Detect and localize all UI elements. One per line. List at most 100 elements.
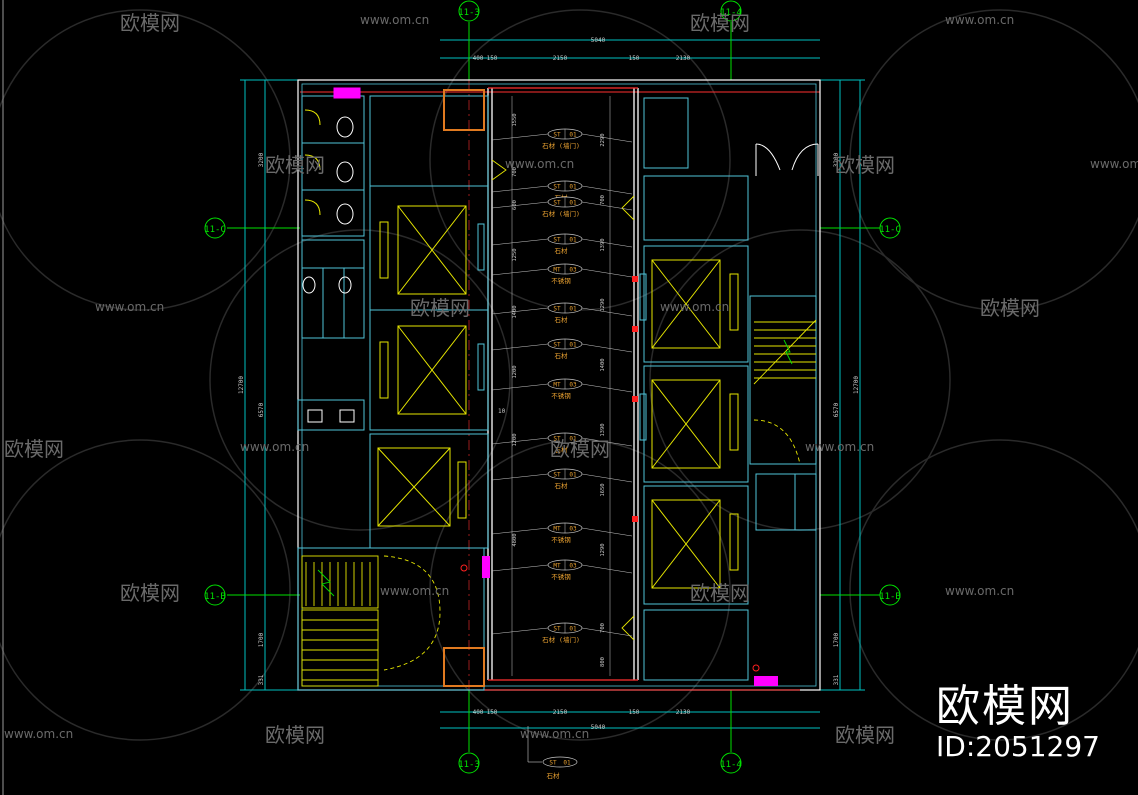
elevator-shaft-4 [643, 245, 749, 363]
svg-text:1200: 1200 [512, 433, 518, 446]
watermark-logo: 欧模网 [980, 296, 1040, 320]
top-seg-4: 150 [629, 55, 640, 62]
brand-id: ID:2051297 [936, 730, 1100, 763]
axis-bubble-right-b: 11-B [879, 584, 901, 606]
tag-code: ST [553, 200, 561, 207]
tag-leader-line [581, 343, 633, 353]
tag-number: 01 [569, 342, 577, 349]
watermark-url: www.om.cn [660, 300, 729, 314]
svg-text:11-4: 11-4 [720, 760, 742, 770]
watermark-logo: 欧模网 [690, 581, 750, 605]
corridor-mid-dimension: 10 [498, 408, 506, 415]
door-swing-icon [304, 154, 321, 171]
toilet-icon [336, 161, 354, 183]
tag-leader-line [491, 307, 549, 315]
right-seg-2: 6570 [833, 402, 840, 417]
tag-label: 不锈钢 [551, 535, 571, 544]
right-stair [753, 319, 817, 465]
svg-text:2290: 2290 [600, 133, 606, 146]
watermark-url: www.om.cn [4, 727, 73, 741]
watermark-url: www.om.cn [1090, 157, 1138, 171]
tag-label: 石材 [555, 481, 569, 490]
svg-text:1550: 1550 [512, 113, 518, 126]
dimension-texts: 5040 400 150 2150 150 2130 5040 400 150 … [238, 37, 860, 731]
tag-code: ST [553, 472, 561, 479]
tag-leader-line [491, 627, 549, 635]
toilet-room [301, 95, 365, 237]
tag-code: ST [553, 184, 561, 191]
tag-leader-line [491, 383, 549, 391]
bottom-seg-3: 2150 [553, 709, 568, 716]
svg-text:800: 800 [600, 657, 606, 667]
tag-leader-line [581, 473, 633, 483]
right-total-dimension: 12700 [853, 376, 860, 394]
svg-text:11-3: 11-3 [458, 8, 480, 18]
svg-text:1290: 1290 [600, 298, 606, 311]
tag-number: 03 [569, 267, 577, 274]
svg-text:1390: 1390 [600, 423, 606, 436]
axis-bubble-right-c: 11-C [879, 217, 901, 239]
tag-label: 石材 [555, 445, 569, 454]
tag-label: 石材 [555, 351, 569, 360]
svg-text:1400: 1400 [600, 358, 606, 371]
bottom-seg-1: 400 [473, 709, 484, 716]
watermark-url: www.om.cn [945, 13, 1014, 27]
toilet-icon [338, 276, 352, 294]
tag-label: 石材 [555, 246, 569, 255]
tag-leader-line [491, 527, 549, 535]
elevators-right [639, 259, 739, 589]
shaft-boxes [443, 89, 485, 687]
tag-number: 01 [569, 237, 577, 244]
svg-text:11-C: 11-C [879, 225, 901, 235]
tag-number: 01 [569, 132, 577, 139]
watermark-logo: 欧模网 [690, 11, 750, 35]
svg-text:石材: 石材 [547, 771, 561, 780]
tag-label: 不锈钢 [551, 572, 571, 581]
svg-text:1200: 1200 [512, 365, 518, 378]
brand-block: 欧模网 ID:2051297 [936, 683, 1100, 763]
tag-leader-line [581, 383, 633, 393]
svg-text:11-B: 11-B [879, 592, 901, 602]
tag-number: 03 [569, 526, 577, 533]
tag-number: 01 [569, 200, 577, 207]
elevators-left [377, 205, 485, 527]
svg-text:ST: ST [549, 760, 557, 767]
watermark-logo: 欧模网 [120, 11, 180, 35]
tag-code: ST [553, 306, 561, 313]
legend-tag: ST 01 石材 [527, 726, 578, 780]
tag-leader-line [491, 473, 549, 481]
watermark-url: www.om.cn [520, 727, 589, 741]
red-markers [460, 276, 778, 686]
watermark-url: www.om.cn [240, 440, 309, 454]
tag-code: ST [553, 237, 561, 244]
axis-bubble-bottom-right: 11-4 [720, 752, 742, 774]
axis-bubble-left-c: 11-C [204, 217, 226, 239]
toilet-icon [336, 116, 354, 138]
tag-leader-line [491, 185, 549, 193]
dimension-lines [240, 39, 865, 729]
right-seg-1: 3200 [833, 152, 840, 167]
watermark-logo: 欧模网 [120, 581, 180, 605]
tag-code: MT [553, 267, 561, 274]
watermark-logo: 欧模网 [835, 723, 895, 747]
watermark-url: www.om.cn [945, 584, 1014, 598]
watermark-url: www.om.cn [805, 440, 874, 454]
tag-leader-line [581, 307, 633, 317]
watermark-url: www.om.cn [95, 300, 164, 314]
tag-leader-line [491, 268, 549, 276]
tag-number: 01 [569, 626, 577, 633]
toilet-fixtures [302, 87, 361, 423]
left-seg-3: 1700 [258, 632, 265, 647]
tag-leader-line [491, 133, 549, 141]
tag-code: MT [553, 382, 561, 389]
